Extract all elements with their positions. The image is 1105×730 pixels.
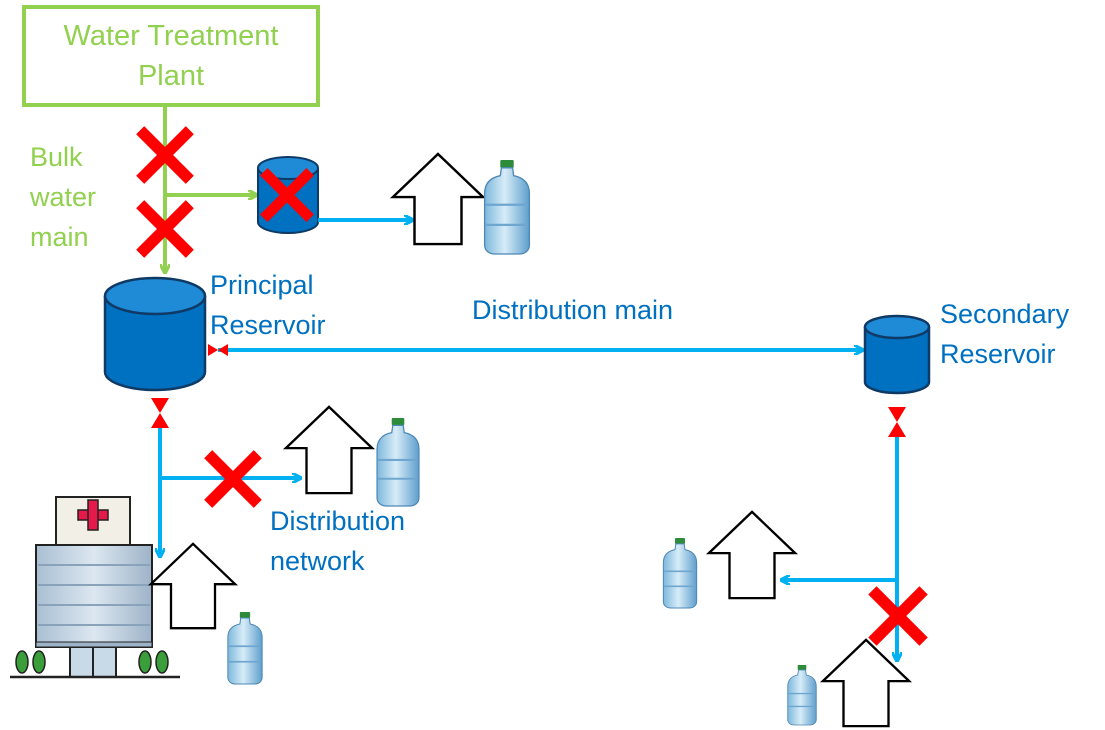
bulk-water-main: [165, 107, 256, 272]
right-distribution-network: [782, 407, 924, 660]
secondary-reservoir-label-line: Secondary: [940, 299, 1070, 329]
house-icon: [391, 152, 485, 246]
water-treatment-plant-box: Water Treatment Plant: [22, 5, 320, 107]
secondary-reservoir-label: Secondary Reservoir: [940, 294, 1069, 374]
distribution-main-label: Distribution main: [472, 295, 674, 325]
water-bottle-icon: [786, 664, 818, 726]
plant-label: Water Treatment Plant: [63, 20, 279, 92]
water-bottle-icon: [662, 537, 698, 609]
principal-reservoir-label: Principal Reservoir: [210, 265, 326, 345]
principal-reservoir-label-line: Reservoir: [210, 310, 326, 340]
valve-icon: [888, 407, 906, 437]
distribution-network-label: Distribution network: [270, 501, 405, 581]
house-icon: [149, 542, 237, 630]
water-bottle-icon: [226, 611, 264, 685]
bulk-main-label: Bulk water main: [30, 137, 96, 257]
hospital-icon: [10, 496, 180, 679]
house-icon: [707, 510, 797, 600]
bulk-main-label-line: Bulk: [30, 142, 83, 172]
principal-reservoir-label-line: Principal: [210, 270, 314, 300]
distribution-network-label-line: network: [270, 546, 365, 576]
secondary-reservoir-tank: [863, 314, 931, 395]
left-distribution-network: [151, 398, 300, 556]
water-bottle-icon: [483, 158, 531, 256]
principal-reservoir-tank: [103, 276, 207, 392]
valve-icon: [151, 398, 169, 428]
distribution-network-label-line: Distribution: [270, 506, 406, 536]
small-tank: [257, 156, 319, 234]
bulk-main-label-line: main: [30, 222, 89, 252]
secondary-reservoir-label-line: Reservoir: [940, 339, 1056, 369]
water-bottle-icon: [375, 416, 421, 508]
house-icon: [284, 405, 374, 495]
bulk-main-label-line: water: [30, 182, 97, 212]
